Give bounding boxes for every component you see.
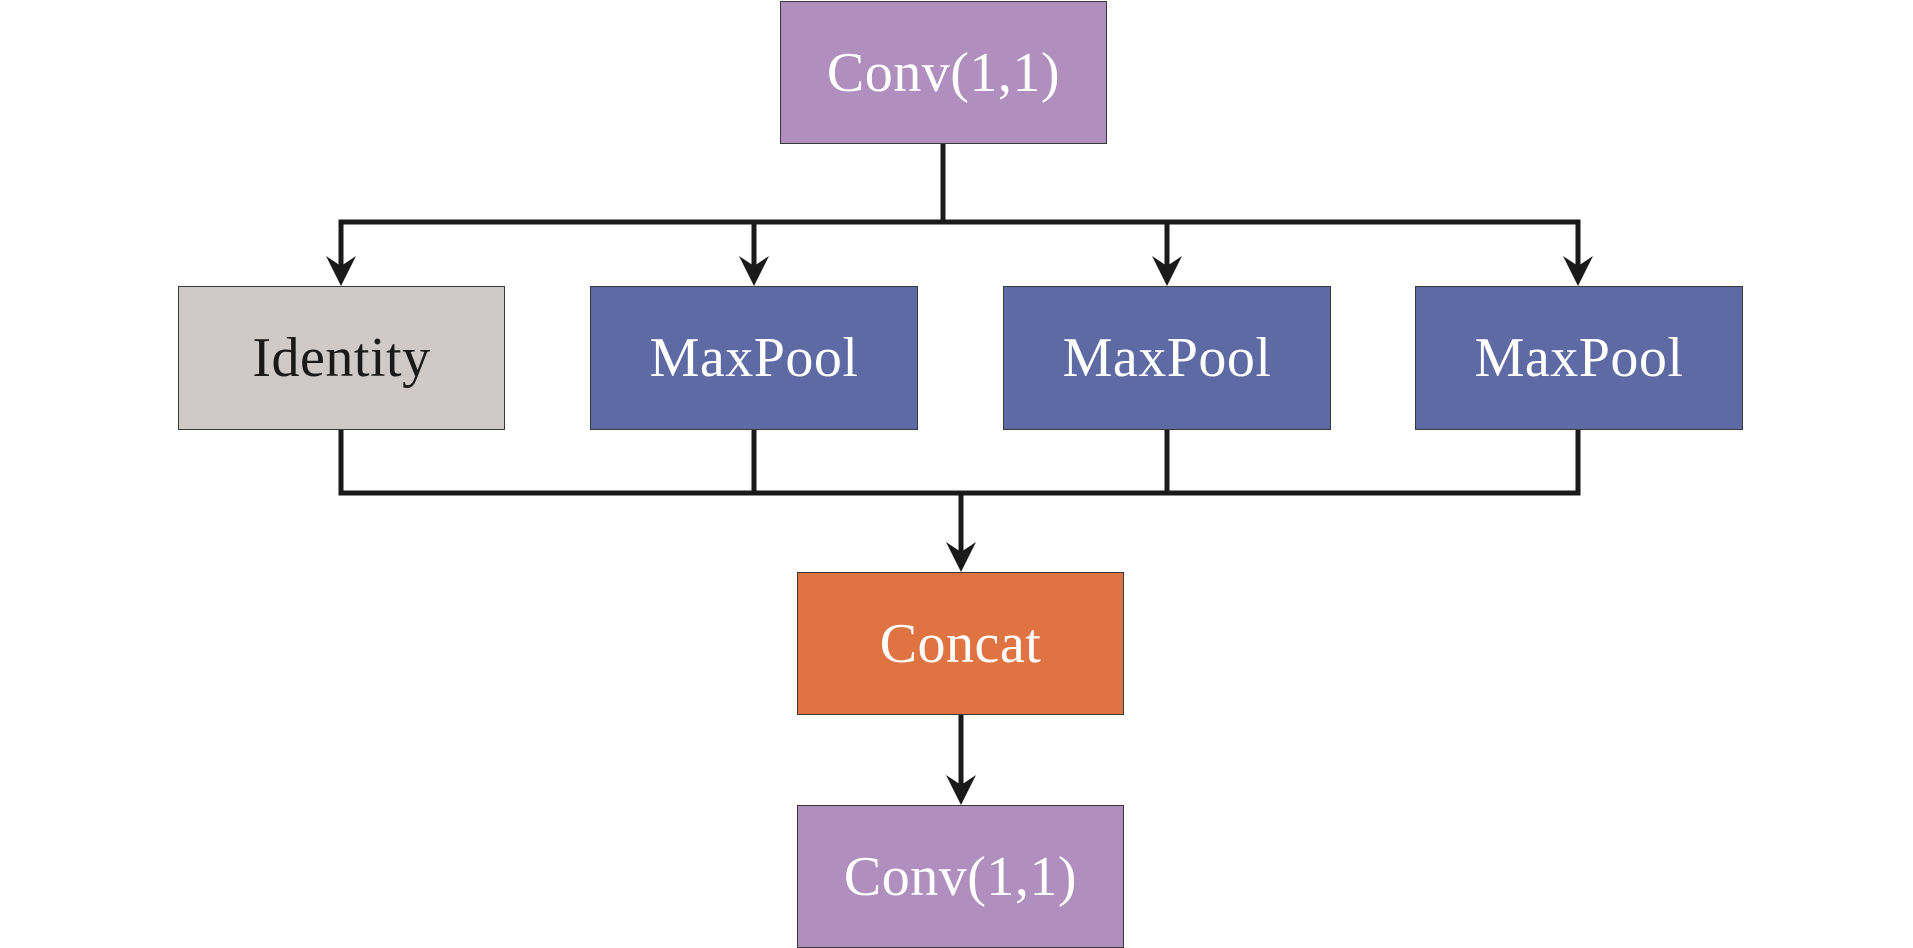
conv-1x1-top-node: Conv(1,1) — [780, 1, 1107, 144]
arrowhead-concat — [946, 542, 976, 572]
arrowhead-maxpool-2 — [1152, 256, 1182, 286]
identity-node: Identity — [178, 286, 505, 430]
arrowhead-conv-bottom — [946, 775, 976, 805]
identity-label: Identity — [252, 327, 431, 389]
maxpool-label-2: MaxPool — [1062, 327, 1272, 389]
arrowhead-maxpool-1 — [739, 256, 769, 286]
maxpool-node-2: MaxPool — [1003, 286, 1331, 430]
maxpool-node-3: MaxPool — [1415, 286, 1743, 430]
concat-label: Concat — [879, 612, 1042, 675]
maxpool-label-1: MaxPool — [649, 327, 859, 389]
arrowhead-identity — [326, 256, 356, 286]
conv-1x1-top-label: Conv(1,1) — [826, 41, 1061, 104]
conv-1x1-bottom-node: Conv(1,1) — [797, 805, 1124, 948]
arrowhead-maxpool-3 — [1563, 256, 1593, 286]
conv-1x1-bottom-label: Conv(1,1) — [843, 845, 1078, 908]
concat-node: Concat — [797, 572, 1124, 715]
maxpool-label-3: MaxPool — [1474, 327, 1684, 389]
maxpool-node-1: MaxPool — [590, 286, 918, 430]
